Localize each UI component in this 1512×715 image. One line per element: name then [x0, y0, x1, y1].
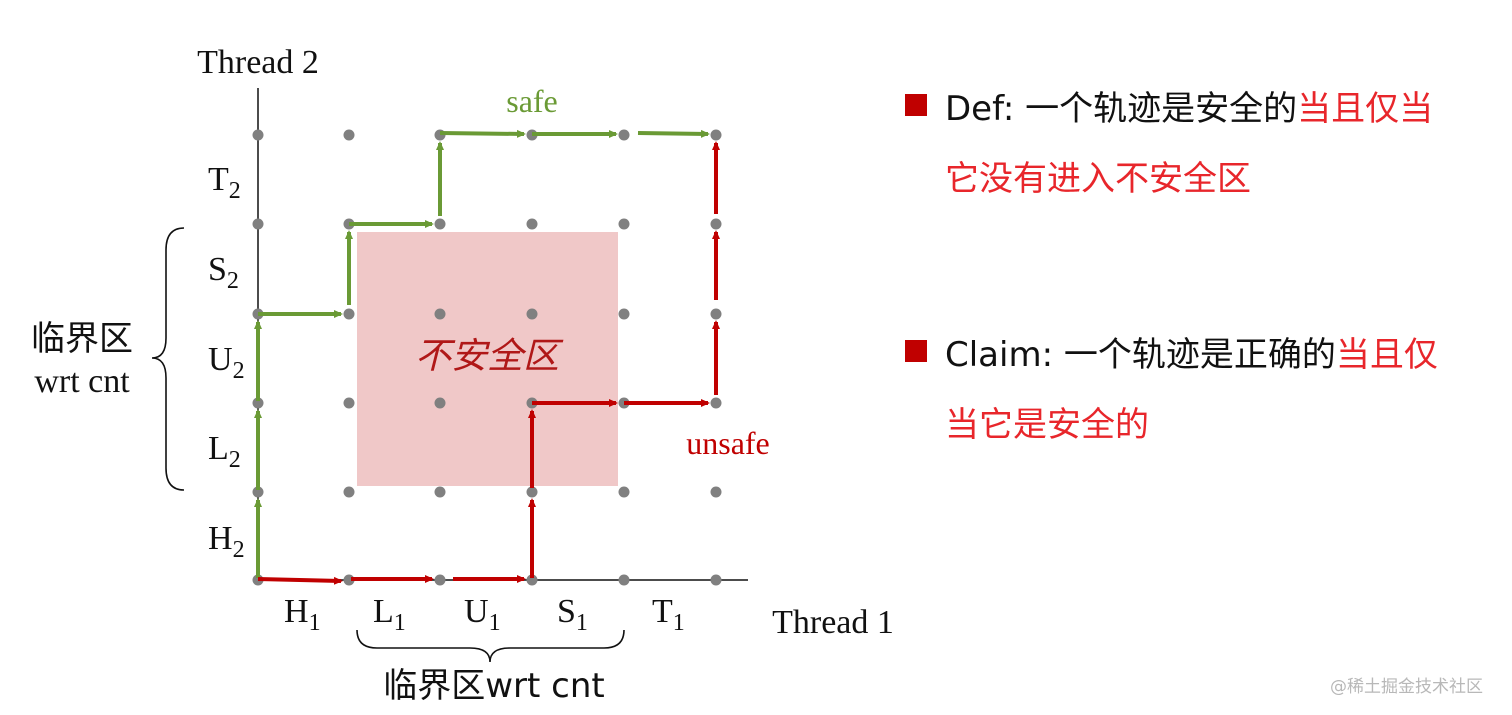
left-critical-label-line2: wrt cnt	[34, 363, 130, 400]
grid-point	[710, 218, 722, 230]
grid-point	[526, 308, 538, 320]
grid-point	[434, 486, 446, 498]
x-label-h1: H1	[284, 593, 321, 636]
claim-prefix: Claim: 一个轨迹是正确的	[945, 335, 1336, 375]
grid-point	[618, 486, 630, 498]
grid-point	[252, 397, 264, 409]
definition-bullet: Def: 一个轨迹是安全的当且仅当 它没有进入不安全区	[905, 74, 1433, 214]
claim-highlight-1: 当且仅	[1335, 335, 1438, 375]
grid-point	[526, 486, 538, 498]
x-label-l1: L1	[373, 593, 406, 636]
grid-point	[710, 308, 722, 320]
safe-arrow	[439, 129, 526, 138]
grid-point	[618, 129, 630, 141]
grid-point	[710, 574, 722, 586]
unsafe-arrow	[257, 576, 343, 585]
y-label-u2: U2	[208, 341, 245, 384]
y-label-l2: L2	[208, 430, 241, 473]
grid-point	[434, 218, 446, 230]
definition-highlight-1: 当且仅当	[1297, 89, 1434, 129]
bottom-critical-label: 临界区wrt cnt	[383, 666, 605, 706]
x-label-u1: U1	[464, 593, 501, 636]
bullet-square-icon	[905, 340, 927, 362]
grid-point	[526, 218, 538, 230]
grid-point	[434, 574, 446, 586]
grid-point	[252, 218, 264, 230]
grid-point	[343, 129, 355, 141]
grid-point	[618, 308, 630, 320]
grid-point	[526, 574, 538, 586]
grid-point	[343, 308, 355, 320]
definition-line-2: 它没有进入不安全区	[945, 159, 1251, 199]
grid-point	[710, 397, 722, 409]
left-brace	[151, 227, 185, 491]
y-tick-labels: H2 L2 U2 S2 T2	[208, 161, 245, 563]
left-critical-label-line1: 临界区	[31, 319, 133, 359]
claim-line-2: 当它是安全的	[945, 405, 1149, 445]
bottom-brace	[356, 629, 625, 663]
unsafe-label: unsafe	[686, 425, 770, 461]
safe-trajectory	[254, 129, 710, 578]
grid-points	[252, 129, 722, 586]
unsafe-trajectory	[257, 141, 720, 585]
definition-prefix: Def: 一个轨迹是安全的	[945, 89, 1298, 129]
grid-point	[252, 486, 264, 498]
claim-line-1: Claim: 一个轨迹是正确的当且仅	[905, 320, 1438, 390]
x-tick-labels: H1 L1 U1 S1 T1	[284, 593, 685, 636]
grid-point	[434, 397, 446, 409]
grid-point	[343, 397, 355, 409]
unsafe-region	[357, 232, 618, 486]
grid-point	[434, 308, 446, 320]
definition-line-1: Def: 一个轨迹是安全的当且仅当	[905, 74, 1433, 144]
safe-arrow	[637, 129, 710, 138]
y-label-s2: S2	[208, 251, 239, 294]
x-label-t1: T1	[652, 593, 685, 636]
grid-point	[618, 574, 630, 586]
y-axis-title: Thread 2	[197, 44, 319, 81]
grid-point	[252, 129, 264, 141]
grid-point	[343, 486, 355, 498]
x-axis-title: Thread 1	[772, 604, 894, 641]
y-label-h2: H2	[208, 520, 245, 563]
y-label-t2: T2	[208, 161, 241, 204]
bullet-square-icon	[905, 94, 927, 116]
claim-bullet: Claim: 一个轨迹是正确的当且仅 当它是安全的	[905, 320, 1438, 460]
grid-point	[710, 486, 722, 498]
x-label-s1: S1	[557, 593, 588, 636]
safe-label: safe	[506, 83, 558, 119]
unsafe-region-label: 不安全区	[415, 336, 564, 377]
grid-point	[710, 129, 722, 141]
watermark: @稀土掘金技术社区	[1330, 677, 1483, 697]
grid-point	[618, 218, 630, 230]
